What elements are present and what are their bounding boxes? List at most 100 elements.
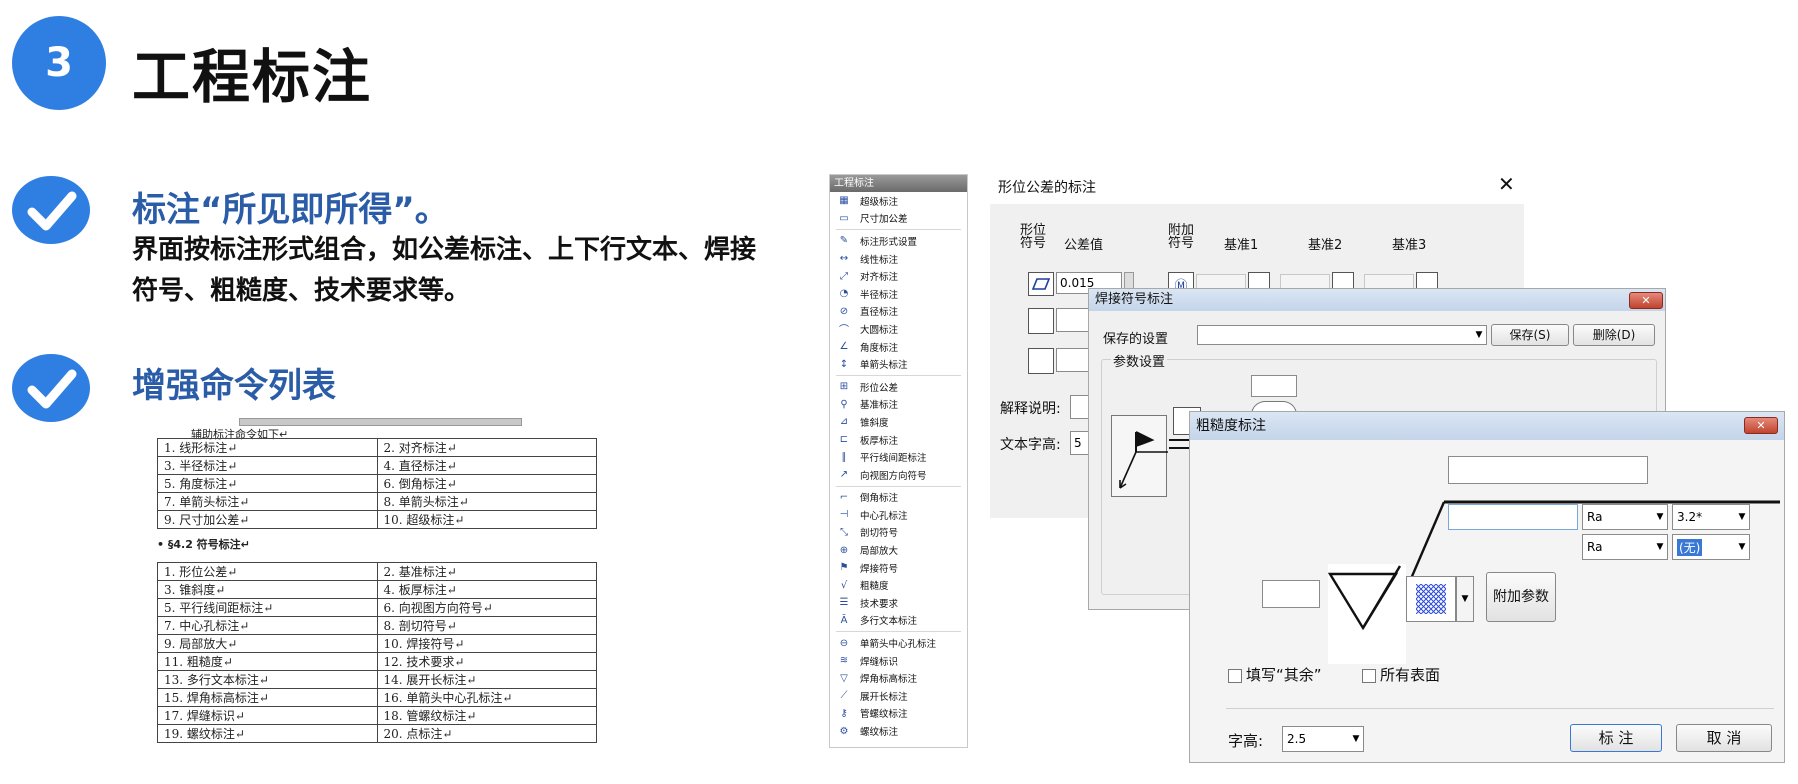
weld-dialog-titlebar: 焊接符号标注 ✕ bbox=[1089, 289, 1665, 311]
toolbar-item[interactable]: ⊘直径标注 bbox=[830, 303, 967, 321]
toolbar-item-label: 形位公差 bbox=[860, 382, 899, 394]
toolbar-item-label: 倒角标注 bbox=[860, 493, 899, 505]
toolbar-item[interactable]: ≋焊缝标识 bbox=[830, 652, 967, 670]
delete-button[interactable]: 删除(D) bbox=[1573, 324, 1655, 346]
table-row: 17. 焊缝标识↵18. 管螺纹标注↵ bbox=[157, 706, 597, 725]
weld-param-input-top[interactable] bbox=[1251, 375, 1297, 397]
table-cell: 5. 角度标注↵ bbox=[157, 474, 378, 493]
chevron-down-icon[interactable]: ▼ bbox=[1456, 576, 1474, 622]
toolbar-item[interactable]: ⊕局部放大 bbox=[830, 541, 967, 559]
toolbar-item[interactable]: ↕单箭头标注 bbox=[830, 355, 967, 373]
toolbar-item[interactable]: ⌐ 倒角标注 bbox=[830, 489, 967, 507]
table-cell: 9. 局部放大↵ bbox=[157, 634, 378, 653]
command-table-1: 1. 线形标注↵2. 对齐标注↵3. 半径标注↵4. 直径标注↵5. 角度标注↵… bbox=[157, 438, 597, 529]
toolbar-item[interactable]: ▭尺寸加公差 bbox=[830, 210, 967, 228]
toolbar-item[interactable]: ↗向视图方向符号 bbox=[830, 466, 967, 484]
toolbar-item[interactable]: ⊿锥斜度 bbox=[830, 413, 967, 431]
table-cell: 18. 管螺纹标注↵ bbox=[376, 706, 597, 725]
toolbar-item-label: 角度标注 bbox=[860, 342, 899, 354]
table-cell: 16. 单箭头中心孔标注↵ bbox=[376, 688, 597, 707]
close-icon[interactable]: ✕ bbox=[1629, 292, 1663, 309]
toolbar-item-label: 大圆标注 bbox=[860, 324, 899, 336]
bullet-title-wysiwyg: 标注“所见即所得”。 bbox=[132, 190, 449, 230]
font-height-select[interactable]: 2.5▼ bbox=[1282, 726, 1364, 752]
tool-icon: ∠ bbox=[839, 341, 849, 353]
toolbar-item[interactable]: ⚙螺纹标注 bbox=[830, 722, 967, 740]
roughness-param-input[interactable] bbox=[1448, 504, 1578, 530]
toolbar-item[interactable]: ⟋展开长标注 bbox=[830, 687, 967, 705]
toolbar-item[interactable]: ⤡剖切符号 bbox=[830, 524, 967, 542]
tool-icon: ⌐ bbox=[839, 491, 849, 503]
table-cell: 9. 尺寸加公差↵ bbox=[157, 510, 378, 529]
table-cell: 8. 单箭头标注↵ bbox=[376, 492, 597, 511]
annotate-button[interactable]: 标 注 bbox=[1570, 724, 1662, 752]
tolerance-input-row-2[interactable] bbox=[1056, 308, 1090, 332]
param2-value: Ra bbox=[1587, 540, 1603, 554]
tool-icon: ⤢ bbox=[840, 270, 848, 282]
value2-value: (无) bbox=[1677, 538, 1703, 556]
param1-select[interactable]: Ra▼ bbox=[1582, 504, 1668, 530]
roughness-top-input[interactable] bbox=[1448, 456, 1648, 484]
extra-params-button[interactable]: 附加参数 bbox=[1486, 572, 1556, 622]
close-icon[interactable]: ✕ bbox=[1744, 417, 1778, 434]
weld-dialog-title: 焊接符号标注 bbox=[1095, 292, 1174, 307]
cancel-button[interactable]: 取 消 bbox=[1676, 724, 1772, 752]
toolbar-item[interactable]: ▽焊角标高标注 bbox=[830, 669, 967, 687]
toolbar-item[interactable]: ☰技术要求 bbox=[830, 594, 967, 612]
table-row: 19. 螺纹标注↵20. 点标注↵ bbox=[157, 724, 597, 743]
toolbar-item-label: 板厚标注 bbox=[860, 435, 899, 447]
tool-icon: ⚙ bbox=[839, 725, 849, 737]
toolbar-item[interactable]: ⊞形位公差 bbox=[830, 378, 967, 396]
toolbar-item[interactable]: ⚷管螺纹标注 bbox=[830, 705, 967, 723]
toolbar-item[interactable]: ⊖单箭头中心孔标注 bbox=[830, 634, 967, 652]
param2-select[interactable]: Ra▼ bbox=[1582, 534, 1668, 560]
explain-input[interactable] bbox=[1070, 395, 1090, 419]
checkmark-icon bbox=[12, 176, 90, 244]
checkmark-icon bbox=[12, 354, 90, 422]
tool-icon: ⟋ bbox=[840, 690, 848, 702]
symbol-button-row-2[interactable] bbox=[1028, 308, 1054, 334]
header-datum-2: 基准2 bbox=[1308, 238, 1343, 253]
toolbar-item-label: 局部放大 bbox=[860, 546, 899, 558]
tolerance-input-row-3[interactable] bbox=[1056, 348, 1090, 372]
text-height-input[interactable]: 5 bbox=[1070, 431, 1090, 455]
symbol-button-row-3[interactable] bbox=[1028, 348, 1054, 374]
toolbar-item[interactable]: ⊣中心孔标注 bbox=[830, 506, 967, 524]
tool-icon: ✎ bbox=[839, 235, 849, 247]
font-height-label: 字高: bbox=[1228, 732, 1264, 750]
toolbar-item[interactable]: √粗糙度 bbox=[830, 576, 967, 594]
toolbar-item[interactable]: ✎标注形式设置 bbox=[830, 232, 967, 250]
toolbar-item-label: 粗糙度 bbox=[860, 581, 889, 593]
all-surfaces-label: 所有表面 bbox=[1380, 666, 1441, 684]
toolbar-item[interactable]: ∥平行线间距标注 bbox=[830, 448, 967, 466]
toolbar-item[interactable]: ⚲基准标注 bbox=[830, 396, 967, 414]
toolbar-item[interactable]: ⊏板厚标注 bbox=[830, 431, 967, 449]
toolbar-item-label: 直径标注 bbox=[860, 307, 899, 319]
toolbar-item[interactable]: ◔半径标注 bbox=[830, 285, 967, 303]
tool-icon: ⤡ bbox=[840, 526, 848, 538]
toolbar-item[interactable]: ↔线性标注 bbox=[830, 250, 967, 268]
saved-settings-select[interactable]: ▼ bbox=[1197, 325, 1487, 345]
save-button[interactable]: 保存(S) bbox=[1491, 324, 1569, 346]
tool-icon: ⊿ bbox=[839, 416, 849, 428]
roughness-left-input[interactable] bbox=[1262, 580, 1320, 608]
toolbar-item[interactable]: ∠ 角度标注 bbox=[830, 338, 967, 356]
table-row: 7. 单箭头标注↵8. 单箭头标注↵ bbox=[157, 492, 597, 511]
toolbar-item[interactable]: ▦超级标注 bbox=[830, 192, 967, 210]
value1-select[interactable]: 3.2*▼ bbox=[1672, 504, 1750, 530]
tool-icon: ▦ bbox=[839, 195, 849, 207]
toolbar-item[interactable]: ⤢对齐标注 bbox=[830, 267, 967, 285]
all-surfaces-checkbox[interactable]: 所有表面 bbox=[1362, 664, 1440, 685]
value2-select[interactable]: (无)▼ bbox=[1672, 534, 1750, 560]
close-icon[interactable]: ✕ bbox=[1498, 172, 1515, 196]
flatness-symbol-button[interactable] bbox=[1028, 272, 1054, 296]
hatch-pattern-button[interactable] bbox=[1406, 576, 1456, 622]
table-cell: 6. 倒角标注↵ bbox=[376, 474, 597, 493]
toolbar-item[interactable]: ⚑焊接符号 bbox=[830, 559, 967, 577]
fill-rest-checkbox[interactable]: 填写“其余” bbox=[1228, 664, 1322, 685]
document-caption: 辅助标注命令如下↵ bbox=[191, 428, 289, 441]
toolbar-item[interactable]: ⌒大圆标注 bbox=[830, 320, 967, 338]
table-row: 9. 局部放大↵10. 焊接符号↵ bbox=[157, 634, 597, 653]
table-cell: 12. 技术要求↵ bbox=[376, 652, 597, 671]
